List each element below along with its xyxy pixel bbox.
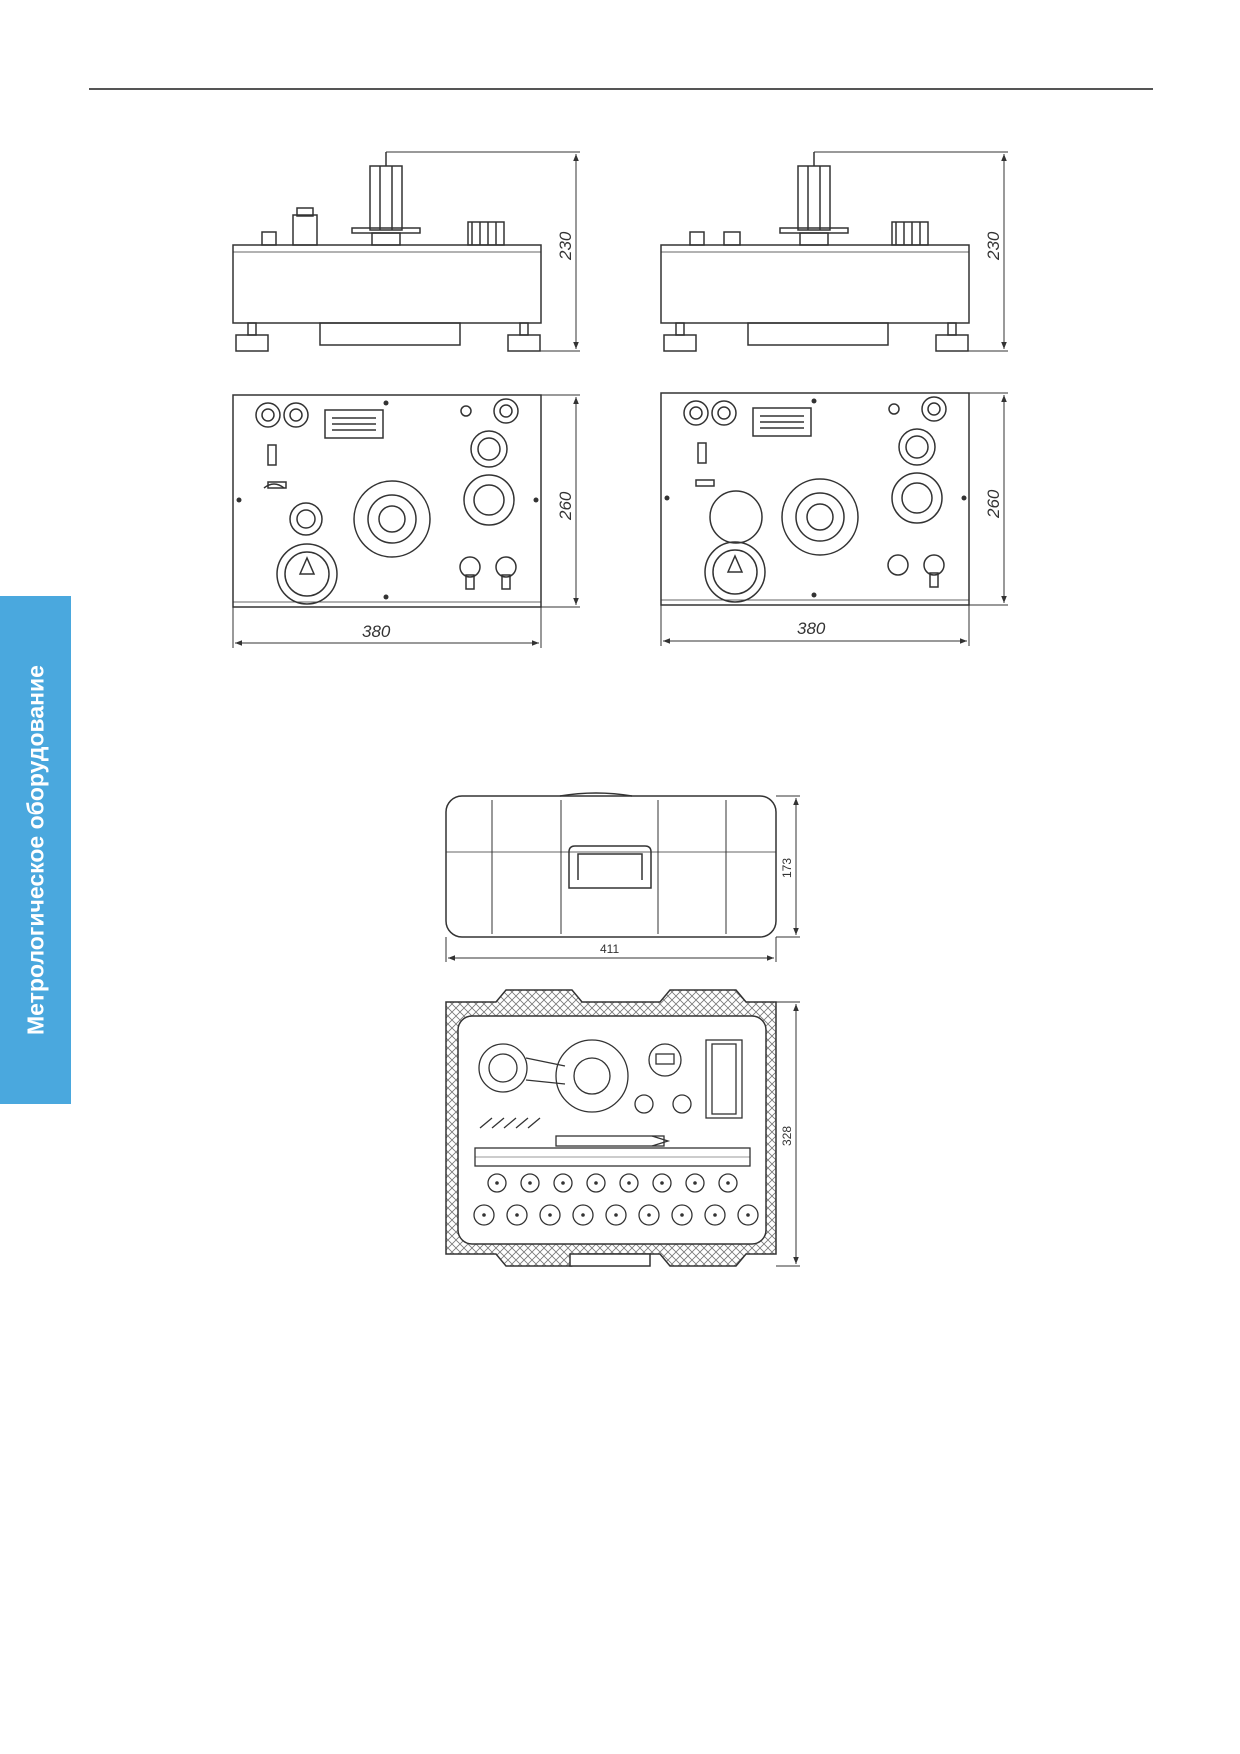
dimension-label-260-right: 260 [984, 489, 1003, 519]
case-open-view [445, 989, 777, 1267]
dimension-label-230-left: 230 [556, 231, 575, 261]
dimension-width-left [232, 607, 542, 648]
dimension-label-230-right: 230 [984, 231, 1003, 261]
dimension-case-width [445, 937, 777, 962]
dimension-label-328: 328 [780, 1126, 794, 1146]
dimension-case-depth [776, 1001, 800, 1267]
dimension-label-380-right: 380 [797, 619, 826, 638]
unit-right-top-view [660, 392, 970, 606]
dimension-height-left [386, 151, 580, 352]
dimension-depth-right [969, 392, 1008, 606]
dimension-label-380-left: 380 [362, 622, 391, 641]
unit-left-top-view [232, 394, 542, 608]
dimension-label-411: 411 [600, 942, 619, 956]
header-rule [89, 88, 1153, 90]
dimension-width-right [660, 605, 970, 646]
dimension-label-260-left: 260 [556, 491, 575, 521]
dimension-label-173: 173 [780, 858, 794, 878]
side-tab: Метрологическое оборудование [0, 596, 71, 1104]
case-open-hole-dots [482, 1181, 750, 1217]
dimension-height-right [814, 151, 1008, 352]
unit-right-side-view [660, 152, 970, 352]
unit-left-top-dots [236, 400, 539, 600]
dimension-case-height [776, 795, 800, 938]
case-closed-view [445, 792, 777, 938]
unit-right-top-dots [664, 398, 967, 598]
unit-left-side-view [232, 152, 542, 352]
dimension-depth-left [541, 394, 580, 608]
case-open-contents [473, 1039, 759, 1226]
